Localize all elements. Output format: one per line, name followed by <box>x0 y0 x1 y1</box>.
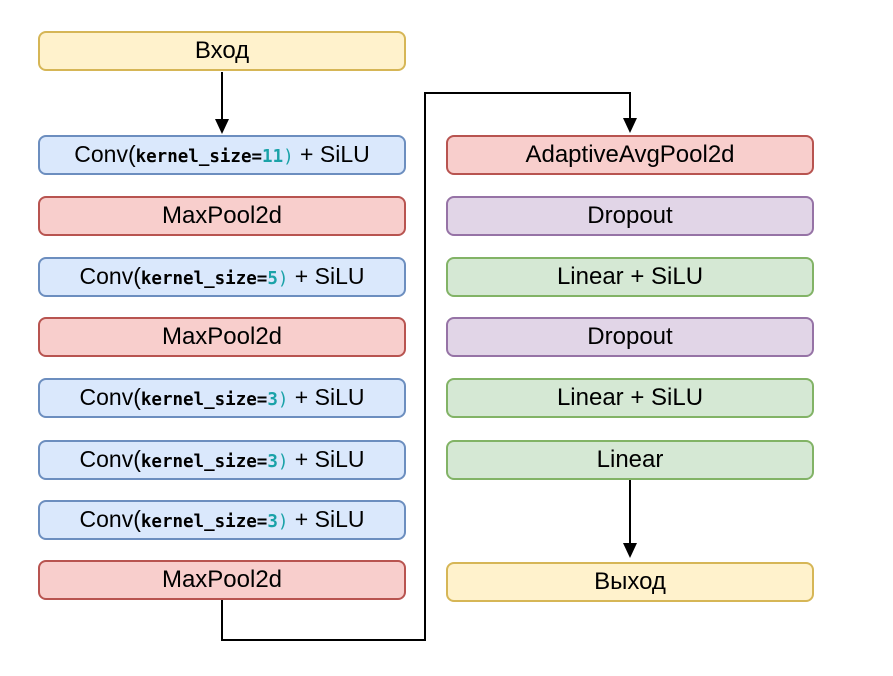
node-label: Выход <box>594 568 666 595</box>
conv-kernel-value: 5 <box>267 269 278 289</box>
arrowhead <box>623 118 637 133</box>
node-linear-out: Linear <box>446 440 814 480</box>
arrowhead <box>623 543 637 558</box>
conv-close-paren: ) <box>277 390 289 410</box>
node-maxpool-3: MaxPool2d <box>38 560 406 600</box>
node-label: AdaptiveAvgPool2d <box>525 141 735 168</box>
conv-close-paren: ) <box>277 452 289 472</box>
node-maxpool-2: MaxPool2d <box>38 317 406 357</box>
node-input: Вход <box>38 31 406 71</box>
node-output: Выход <box>446 562 814 602</box>
conv-label-prefix: Conv( <box>79 446 141 472</box>
conv-kernel-value: 3 <box>267 390 278 410</box>
conv-label-suffix: + SiLU <box>293 141 370 167</box>
node-label: Linear + SiLU <box>556 263 704 290</box>
node-dropout-1: Dropout <box>446 196 814 236</box>
node-label: MaxPool2d <box>161 566 283 593</box>
node-linear-silu-1: Linear + SiLU <box>446 257 814 297</box>
conv-label-prefix: Conv( <box>79 384 141 410</box>
node-conv-k11: Conv(kernel_size=11) + SiLU <box>38 135 406 175</box>
conv-kernel-arg: kernel_size= <box>140 452 268 472</box>
conv-label-prefix: Conv( <box>79 506 141 532</box>
node-conv-k5: Conv(kernel_size=5) + SiLU <box>38 257 406 297</box>
conv-kernel-value: 3 <box>267 512 278 532</box>
node-label: Linear <box>596 446 664 473</box>
edge-linear-to-output <box>623 480 637 558</box>
node-label: MaxPool2d <box>161 323 283 350</box>
node-conv-k3-2: Conv(kernel_size=3) + SiLU <box>38 440 406 480</box>
node-linear-silu-2: Linear + SiLU <box>446 378 814 418</box>
arrowhead <box>215 119 229 134</box>
node-dropout-2: Dropout <box>446 317 814 357</box>
conv-kernel-arg: kernel_size= <box>140 512 268 532</box>
conv-label: Conv(kernel_size=3) + SiLU <box>80 386 365 410</box>
conv-label: Conv(kernel_size=11) + SiLU <box>74 143 370 167</box>
node-conv-k3-3: Conv(kernel_size=3) + SiLU <box>38 500 406 540</box>
conv-close-paren: ) <box>277 512 289 532</box>
node-label: MaxPool2d <box>161 202 283 229</box>
node-label: Dropout <box>587 323 673 350</box>
conv-label-suffix: + SiLU <box>288 263 365 289</box>
conv-label: Conv(kernel_size=3) + SiLU <box>80 448 365 472</box>
conv-label: Conv(kernel_size=3) + SiLU <box>80 508 365 532</box>
conv-kernel-arg: kernel_size= <box>140 269 268 289</box>
conv-kernel-arg: kernel_size= <box>135 147 263 167</box>
node-conv-k3-1: Conv(kernel_size=3) + SiLU <box>38 378 406 418</box>
node-label: Linear + SiLU <box>556 384 704 411</box>
conv-label: Conv(kernel_size=5) + SiLU <box>80 265 365 289</box>
edge-maxpool-to-adaptiveavgpool <box>221 92 637 641</box>
conv-close-paren: ) <box>277 269 289 289</box>
conv-kernel-arg: kernel_size= <box>140 390 268 410</box>
edge-input-to-conv <box>215 72 229 134</box>
node-adaptive-avg-pool: AdaptiveAvgPool2d <box>446 135 814 175</box>
conv-label-suffix: + SiLU <box>288 384 365 410</box>
conv-label-prefix: Conv( <box>74 141 136 167</box>
conv-label-prefix: Conv( <box>79 263 141 289</box>
node-label: Вход <box>194 37 250 64</box>
conv-label-suffix: + SiLU <box>288 506 365 532</box>
conv-kernel-value: 3 <box>267 452 278 472</box>
node-maxpool-1: MaxPool2d <box>38 196 406 236</box>
conv-label-suffix: + SiLU <box>288 446 365 472</box>
conv-kernel-value: 11 <box>262 147 284 167</box>
conv-close-paren: ) <box>283 147 294 167</box>
node-label: Dropout <box>587 202 673 229</box>
